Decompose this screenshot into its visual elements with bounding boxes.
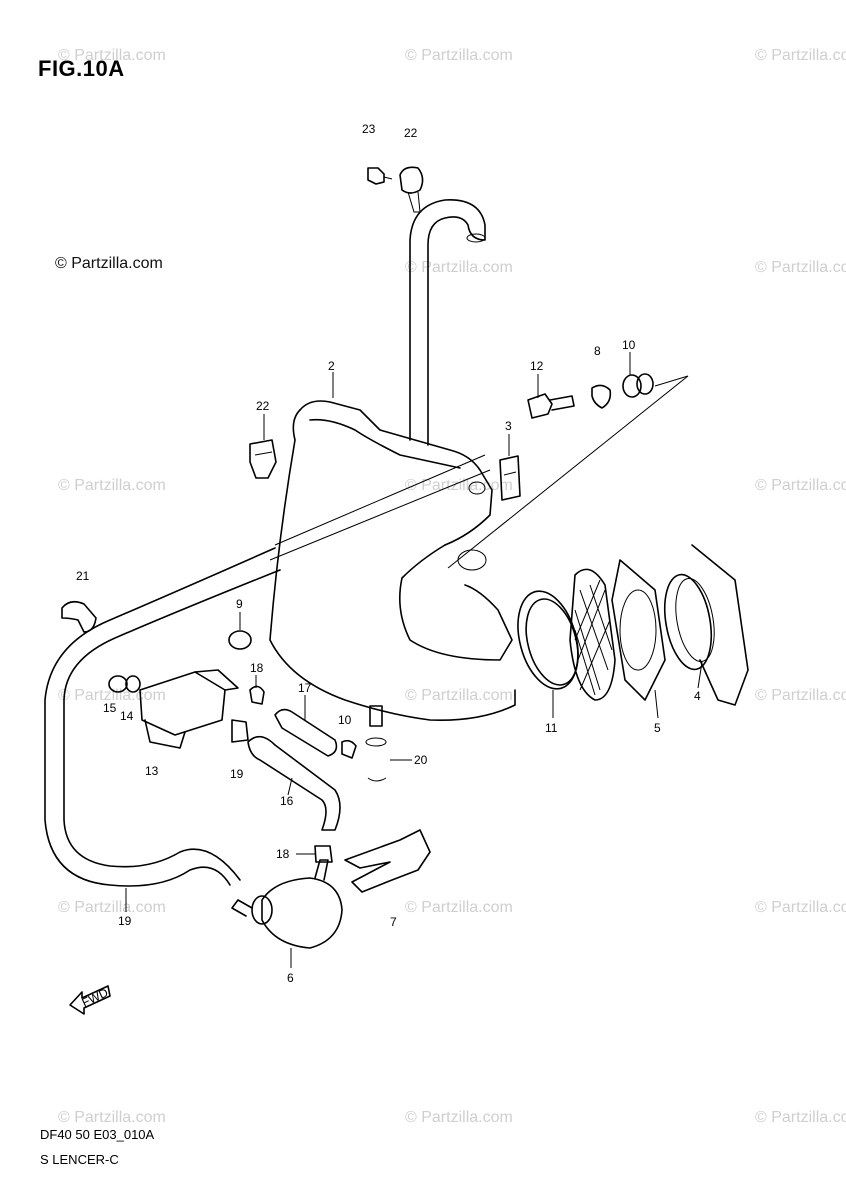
watermark: © Partzilla.com (58, 687, 166, 704)
callout-6: 6 (287, 971, 294, 985)
watermark: © Partzilla.com (405, 687, 513, 704)
connector-18 (314, 845, 333, 863)
callout-10: 10 (338, 713, 352, 727)
callout-13: 13 (145, 764, 159, 778)
watermark: © Partzilla.com (755, 899, 846, 916)
screen-mesh (569, 568, 616, 701)
clamp-band-11 (517, 590, 579, 690)
watermark: © Partzilla.com (58, 1109, 166, 1126)
callout-10: 10 (622, 338, 636, 352)
bracket-7 (344, 829, 431, 893)
fwd-label: FWD (80, 985, 111, 1009)
callout-3: 3 (505, 419, 512, 433)
upper-hose (409, 199, 486, 446)
clamp-10-lower (341, 739, 357, 759)
callout-7: 7 (390, 915, 397, 929)
bracket-3 (499, 455, 521, 501)
callout-22: 22 (404, 126, 418, 140)
diagram-code: DF40 50 E03_010A (40, 1127, 155, 1142)
washer-8 (591, 384, 612, 409)
callout-19: 19 (230, 767, 244, 781)
clamp-18-lower (231, 719, 249, 743)
fwd-arrow-icon: FWD (69, 985, 111, 1015)
leader-line (654, 375, 689, 387)
grommet-9 (228, 630, 252, 650)
solenoid-valve-13 (108, 669, 239, 749)
gasket-5 (611, 559, 666, 701)
watermark-grid: © Partzilla.com © Partzilla.com © Partzi… (58, 47, 846, 1126)
watermark: © Partzilla.com (405, 259, 513, 276)
callout-4: 4 (694, 689, 701, 703)
watermark: © Partzilla.com (58, 47, 166, 64)
callout-21: 21 (76, 569, 90, 583)
callout-15: 15 (103, 701, 117, 715)
watermark: © Partzilla.com (755, 47, 846, 64)
watermark: © Partzilla.com (405, 1109, 513, 1126)
leader-line (447, 375, 689, 569)
grommet-10 (622, 373, 654, 398)
intake-duct-4 (663, 544, 749, 706)
watermark: © Partzilla.com (405, 47, 513, 64)
callout-18: 18 (250, 661, 264, 675)
callout-22: 22 (256, 399, 270, 413)
callout-16: 16 (280, 794, 294, 808)
callout-9: 9 (236, 597, 243, 611)
watermark: © Partzilla.com (405, 899, 513, 916)
diagram-name: S LENCER-C (40, 1152, 119, 1167)
callout-14: 14 (120, 709, 134, 723)
bolt-12 (527, 393, 575, 419)
hose-16 (247, 735, 341, 831)
callout-17: 17 (298, 681, 312, 695)
fuel-filter-6 (231, 859, 343, 949)
clamp-18-upper (249, 685, 265, 705)
clip-21 (61, 600, 97, 633)
callout-11: 11 (545, 721, 558, 735)
callout-19: 19 (118, 914, 132, 928)
callout-8: 8 (594, 344, 601, 358)
clamp-22-left (249, 439, 277, 479)
figure-title: FIG.10A (38, 56, 125, 81)
callout-12: 12 (530, 359, 544, 373)
watermark: © Partzilla.com (58, 899, 166, 916)
watermark: © Partzilla.com (755, 1109, 846, 1126)
callout-20: 20 (414, 753, 428, 767)
brand-label: © Partzilla.com (55, 255, 163, 272)
watermark: © Partzilla.com (755, 477, 846, 494)
hose-19 (44, 547, 281, 887)
callout-23: 23 (362, 122, 376, 136)
callout-2: 2 (328, 359, 335, 373)
watermark: © Partzilla.com (405, 477, 513, 494)
silencer-body (269, 400, 516, 722)
callout-18: 18 (276, 847, 290, 861)
watermark: © Partzilla.com (755, 259, 846, 276)
hose-17 (274, 708, 338, 757)
callout-5: 5 (654, 721, 661, 735)
watermark: © Partzilla.com (58, 477, 166, 494)
bolt-23 (367, 167, 393, 185)
nozzle (365, 705, 412, 782)
watermark: © Partzilla.com (755, 687, 846, 704)
callouts: 23 22 2 22 12 8 10 3 21 9 18 17 10 15 14… (76, 122, 703, 985)
clamp-22-top (399, 166, 424, 213)
